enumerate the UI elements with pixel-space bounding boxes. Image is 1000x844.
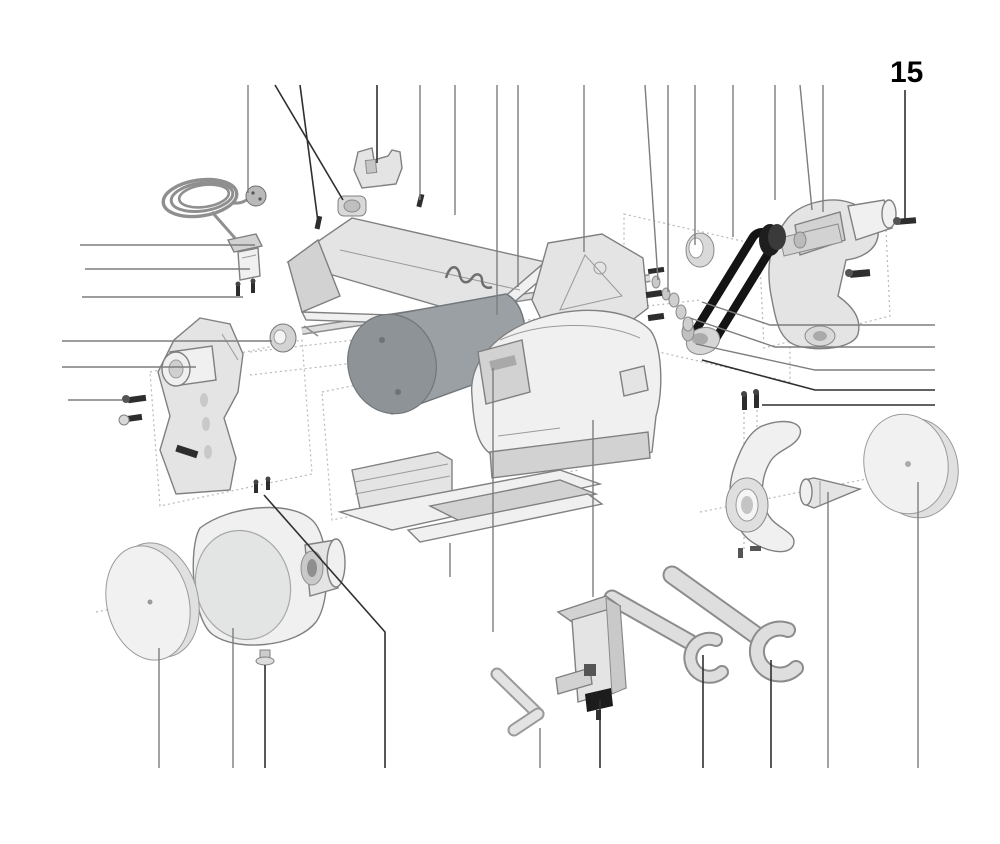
flange-nut xyxy=(255,649,275,666)
leader-lines-left xyxy=(62,244,272,401)
leader-lines-right xyxy=(689,301,935,406)
spindle-pulley xyxy=(759,224,786,256)
shaft-coupling xyxy=(477,339,531,405)
power-cord-coil-with-plug xyxy=(161,177,267,243)
wheel-guard xyxy=(725,420,802,553)
left-stand-bracket xyxy=(157,317,244,495)
open-end-wrench-large xyxy=(662,565,804,683)
spindle-screws xyxy=(645,217,917,322)
left-polishing-disc xyxy=(105,542,200,661)
guard-screws xyxy=(738,389,761,558)
hex-bushing-nut xyxy=(337,195,367,217)
washer-set xyxy=(651,275,694,332)
right-polishing-disc xyxy=(863,413,959,519)
stand-screws xyxy=(118,394,199,459)
motor xyxy=(347,293,526,415)
switch-housing xyxy=(226,233,264,281)
bearing-cap xyxy=(685,232,715,268)
clamp-bracket-with-screw xyxy=(555,595,627,720)
leader-lines-top xyxy=(247,84,824,315)
figure-label-group: 15 xyxy=(890,56,923,220)
base-rail-profiles xyxy=(337,451,604,543)
leader-lines-bottom xyxy=(158,368,919,768)
spindle-arm-housing xyxy=(768,199,897,350)
spring-clip xyxy=(444,266,493,289)
taper-spindle xyxy=(799,477,863,509)
drive-belt xyxy=(691,228,777,349)
hex-key xyxy=(490,667,545,737)
motor-bracket-shoe xyxy=(353,147,403,189)
bearing-ring xyxy=(269,323,297,353)
wheel-hub-drum xyxy=(192,506,346,646)
loose-screws xyxy=(253,193,425,493)
switch-screws xyxy=(235,278,256,296)
figure-label: 15 xyxy=(890,56,923,89)
mains-plug xyxy=(245,185,267,207)
open-end-wrench-small xyxy=(603,589,729,684)
